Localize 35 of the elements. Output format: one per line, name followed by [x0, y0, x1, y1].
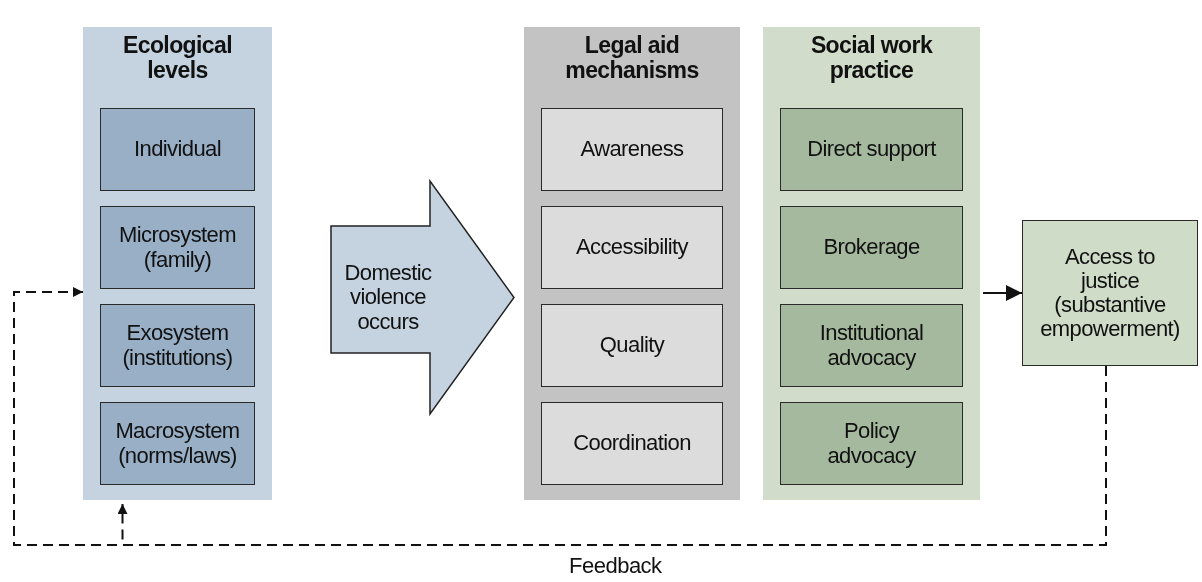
- box-label: Quality: [599, 333, 665, 358]
- process-box: [780, 108, 963, 191]
- group-panel: [83, 27, 272, 500]
- box-label: Exosystem (institutions): [121, 321, 234, 370]
- process-box: [100, 304, 255, 387]
- process-box: [780, 304, 963, 387]
- box-label: Domestic violence occurs: [343, 261, 433, 334]
- box-label: Macrosystem (norms/laws): [114, 419, 241, 468]
- box-label: Coordination: [573, 431, 691, 456]
- panel-heading: Ecological levels: [121, 33, 233, 84]
- box-label: Brokerage: [823, 235, 920, 260]
- process-box: [541, 304, 723, 387]
- box-label: Direct support: [807, 137, 936, 162]
- arrow: [982, 285, 1023, 301]
- process-box: [541, 206, 723, 289]
- box-label: Institutional advocacy: [818, 321, 925, 370]
- process-box: [100, 206, 255, 289]
- process-box: [780, 206, 963, 289]
- process-box: [541, 402, 723, 485]
- box-label: Policy advocacy: [826, 419, 917, 468]
- panel-heading: Social work practice: [809, 33, 934, 84]
- box-label: Awareness: [580, 137, 684, 162]
- block-arrow: [330, 180, 515, 415]
- process-box: [541, 108, 723, 191]
- process-box: [780, 402, 963, 485]
- process-box: [100, 402, 255, 485]
- process-box: [100, 108, 255, 191]
- panel-heading: Legal aid mechanisms: [564, 33, 700, 84]
- process-box: [1022, 220, 1198, 366]
- group-panel: [763, 27, 980, 500]
- box-label: Accessibility: [576, 235, 688, 260]
- group-panel: [524, 27, 740, 500]
- box-label: Individual: [134, 137, 221, 162]
- box-label: Microsystem (family): [118, 223, 237, 272]
- box-label: Access to justice (substantive empowerment): [1039, 244, 1181, 342]
